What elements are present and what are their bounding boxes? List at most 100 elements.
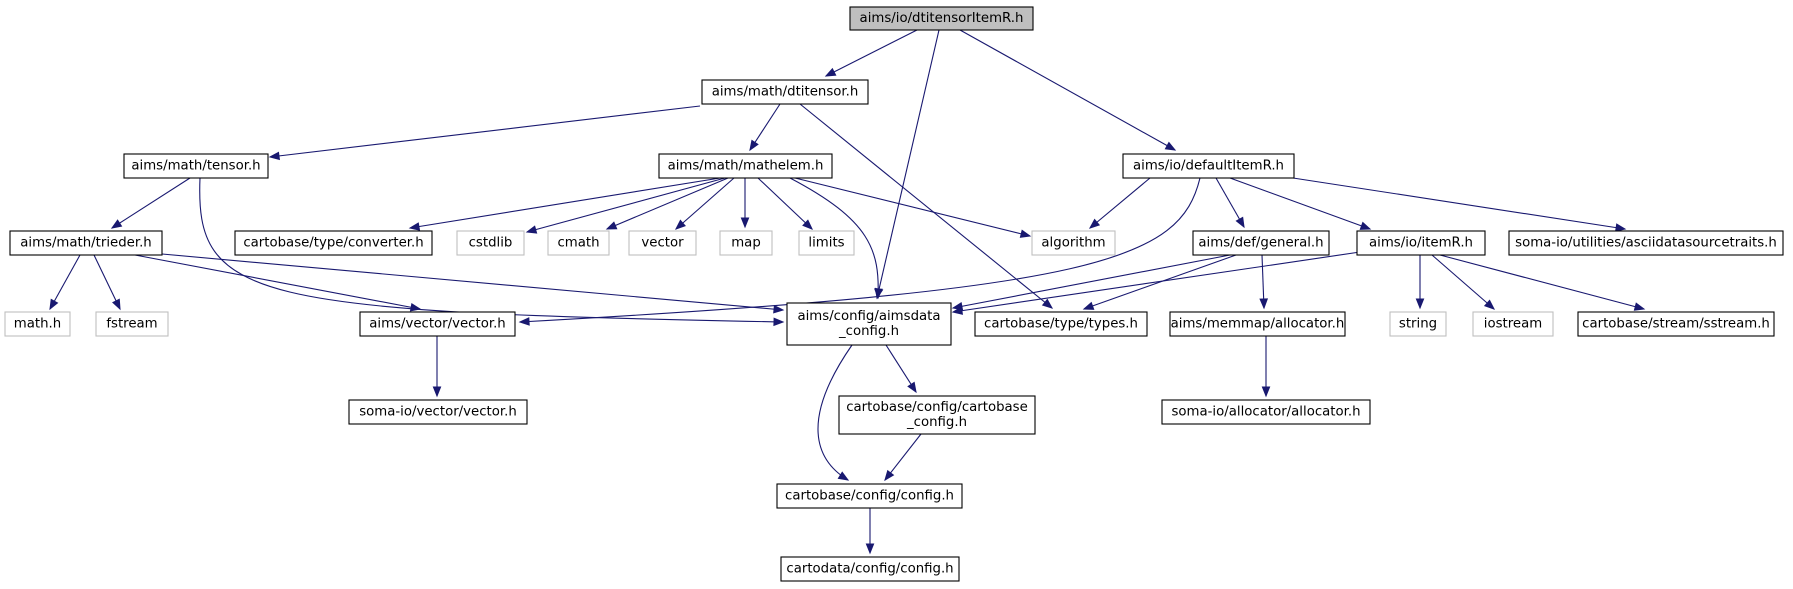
node-dtitensorItemR[interactable]: aims/io/dtitensorItemR.h — [849, 6, 1034, 31]
edge-defaultItemR-to-itemR — [1229, 177, 1372, 230]
node-label: aims/math/tensor.h — [131, 159, 260, 174]
arrowhead — [1041, 298, 1054, 309]
arrowhead — [525, 225, 538, 234]
node-aimsvector[interactable]: aims/vector/vector.h — [359, 311, 516, 337]
node-box — [234, 230, 433, 256]
arrowhead — [408, 222, 421, 231]
edge-dtitensorItemR-to-dtitensor — [824, 29, 918, 77]
node-tensor[interactable]: aims/math/tensor.h — [123, 153, 269, 179]
edge-general-to-allocator — [1259, 254, 1269, 310]
node-box — [1389, 311, 1447, 337]
node-label: fstream — [106, 317, 157, 332]
node-allocator[interactable]: aims/memmap/allocator.h — [1169, 311, 1346, 337]
node-label: aims/config/aimsdata — [797, 309, 940, 324]
node-box — [786, 302, 952, 346]
node-box — [359, 311, 516, 337]
node-label: aims/def/general.h — [1198, 236, 1323, 251]
node-box — [95, 311, 169, 337]
edge-line — [134, 254, 421, 310]
arrowhead — [1483, 299, 1496, 310]
edge-general-to-types — [1082, 254, 1237, 310]
node-limits: limits — [798, 230, 855, 256]
node-cmath: cmath — [547, 230, 610, 256]
arrowhead — [268, 151, 280, 161]
node-somaallocator[interactable]: soma-io/allocator/allocator.h — [1161, 399, 1371, 425]
node-cartodataconfig[interactable]: cartodata/config/config.h — [780, 556, 960, 582]
edge-line — [93, 254, 121, 310]
node-label: _config.h — [906, 415, 967, 430]
node-label: algorithm — [1041, 236, 1105, 251]
edge-config-to-cartodataconfig — [865, 508, 875, 555]
arrowhead — [605, 221, 618, 230]
edge-mathelem-to-converter — [408, 177, 721, 231]
node-label: soma-io/allocator/allocator.h — [1171, 405, 1360, 420]
edge-dtitensor-to-types — [799, 103, 1054, 309]
node-label: aims/vector/vector.h — [369, 317, 505, 332]
node-box — [1577, 311, 1775, 337]
node-mathelem[interactable]: aims/math/mathelem.h — [658, 153, 833, 179]
edge-line — [1229, 177, 1371, 230]
arrowhead — [1088, 218, 1101, 229]
node-itemR[interactable]: aims/io/itemR.h — [1356, 230, 1486, 256]
node-label: aims/io/dtitensorItemR.h — [860, 11, 1024, 26]
node-box — [4, 311, 71, 337]
arrowhead — [740, 217, 750, 229]
arrowhead — [1082, 301, 1095, 310]
edge-line — [606, 177, 729, 230]
edge-line — [49, 254, 81, 310]
arrowhead — [1633, 302, 1646, 311]
node-types[interactable]: cartobase/type/types.h — [974, 311, 1148, 337]
arrowhead — [773, 317, 785, 327]
node-aimsdata[interactable]: aims/config/aimsdata_config.h — [786, 302, 952, 346]
edge-line — [519, 177, 1201, 323]
node-box — [838, 395, 1036, 435]
node-box — [719, 230, 773, 256]
node-label: aims/io/itemR.h — [1369, 236, 1473, 251]
edge-line — [876, 29, 940, 299]
arrowhead — [674, 219, 686, 230]
node-label: cartobase/type/types.h — [984, 317, 1138, 332]
arrowhead — [1415, 298, 1425, 310]
node-general[interactable]: aims/def/general.h — [1192, 230, 1330, 256]
node-converter[interactable]: cartobase/type/converter.h — [234, 230, 433, 256]
edge-tensor-to-trieder — [110, 177, 191, 229]
node-cstdlib: cstdlib — [456, 230, 525, 256]
node-label: cartobase/config/cartobase — [846, 400, 1028, 415]
node-dtitensor[interactable]: aims/math/dtitensor.h — [701, 79, 869, 105]
edge-defaultItemR-to-algorithm — [1088, 177, 1151, 229]
arrowhead — [773, 304, 785, 314]
node-defaultItemR[interactable]: aims/io/defaultItemR.h — [1122, 153, 1295, 179]
node-trieder[interactable]: aims/math/trieder.h — [9, 230, 163, 256]
arrowhead — [409, 302, 422, 312]
edge-trieder-to-aimsdata — [161, 253, 785, 314]
edge-mathelem-to-map — [740, 178, 750, 229]
edge-mathelem-to-vector — [674, 177, 735, 230]
edge-mathelem-to-cstdlib — [525, 177, 726, 234]
arrowhead — [865, 543, 875, 555]
node-label: aims/io/defaultItemR.h — [1133, 159, 1284, 174]
edge-dtitensorItemR-to-defaultItemR — [959, 29, 1177, 151]
edge-itemR-to-string — [1415, 255, 1425, 310]
node-box — [780, 556, 960, 582]
node-algorithm: algorithm — [1031, 230, 1116, 256]
node-label: cmath — [557, 236, 599, 251]
node-sstream[interactable]: cartobase/stream/sstream.h — [1577, 311, 1775, 337]
node-label: cartobase/type/converter.h — [243, 236, 423, 251]
node-asciidata[interactable]: soma-io/utilities/asciidatasourcetraits.… — [1508, 230, 1784, 256]
node-box — [9, 230, 163, 256]
arrowhead — [1235, 216, 1245, 229]
node-label: limits — [808, 236, 844, 251]
node-box — [1192, 230, 1330, 256]
node-somavector[interactable]: soma-io/vector/vector.h — [348, 399, 528, 425]
node-config[interactable]: cartobase/config/config.h — [776, 483, 963, 509]
edge-line — [675, 177, 735, 230]
node-box — [776, 483, 963, 509]
node-label: vector — [641, 236, 684, 251]
node-label: soma-io/utilities/asciidatasourcetraits.… — [1515, 236, 1777, 251]
node-box — [628, 230, 697, 256]
edge-line — [161, 253, 784, 311]
node-cartobaseconfig[interactable]: cartobase/config/cartobase_config.h — [838, 395, 1036, 435]
edge-itemR-to-aimsdata — [951, 251, 1361, 315]
node-box — [1508, 230, 1784, 256]
